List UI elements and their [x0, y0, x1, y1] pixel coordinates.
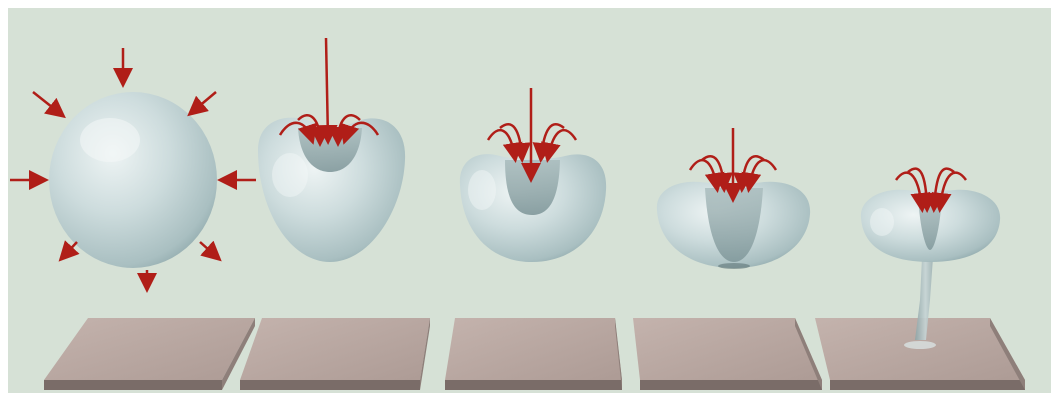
stage-5-toroid — [861, 190, 1000, 262]
plate-3 — [445, 318, 622, 390]
plate-2 — [240, 318, 430, 390]
plate-4 — [633, 318, 822, 390]
stage-1-sphere — [49, 92, 217, 268]
